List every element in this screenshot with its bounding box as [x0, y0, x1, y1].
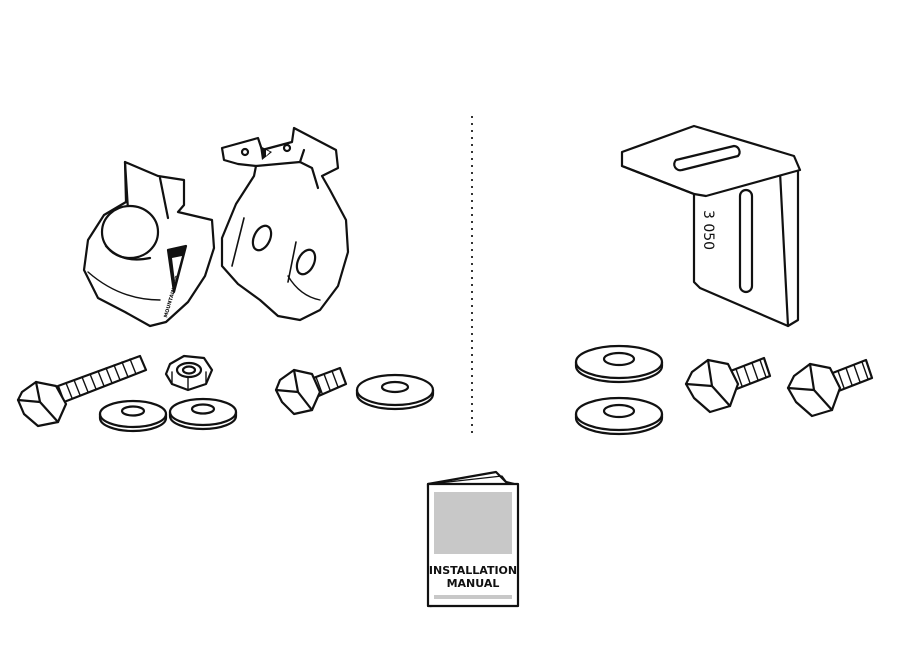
right-kit: 3 050 — [574, 124, 874, 436]
bracket-code-text: 3 050 — [700, 210, 716, 250]
bolt-icon — [684, 356, 772, 414]
washer-icon — [574, 344, 664, 384]
washer-icon — [98, 399, 168, 433]
bolt-icon — [786, 358, 874, 418]
washer-icon — [168, 397, 238, 431]
lock-nut-icon — [164, 354, 214, 392]
washer-icon — [574, 396, 664, 436]
l-bracket-icon: 3 050 — [620, 124, 802, 328]
manual-title-line2: MANUAL — [447, 577, 500, 590]
short-bolt-icon — [274, 366, 348, 416]
manual-title-line1: INSTALLATION — [429, 564, 517, 577]
washer-icon — [355, 373, 435, 411]
left-kit: MOUNTAIN TOP — [16, 126, 435, 433]
long-bolt-icon — [16, 354, 148, 428]
clamp-b-icon — [220, 126, 350, 322]
installation-manual-icon: INSTALLATION MANUAL — [426, 470, 520, 608]
clamp-a-icon: MOUNTAIN TOP — [82, 160, 216, 328]
